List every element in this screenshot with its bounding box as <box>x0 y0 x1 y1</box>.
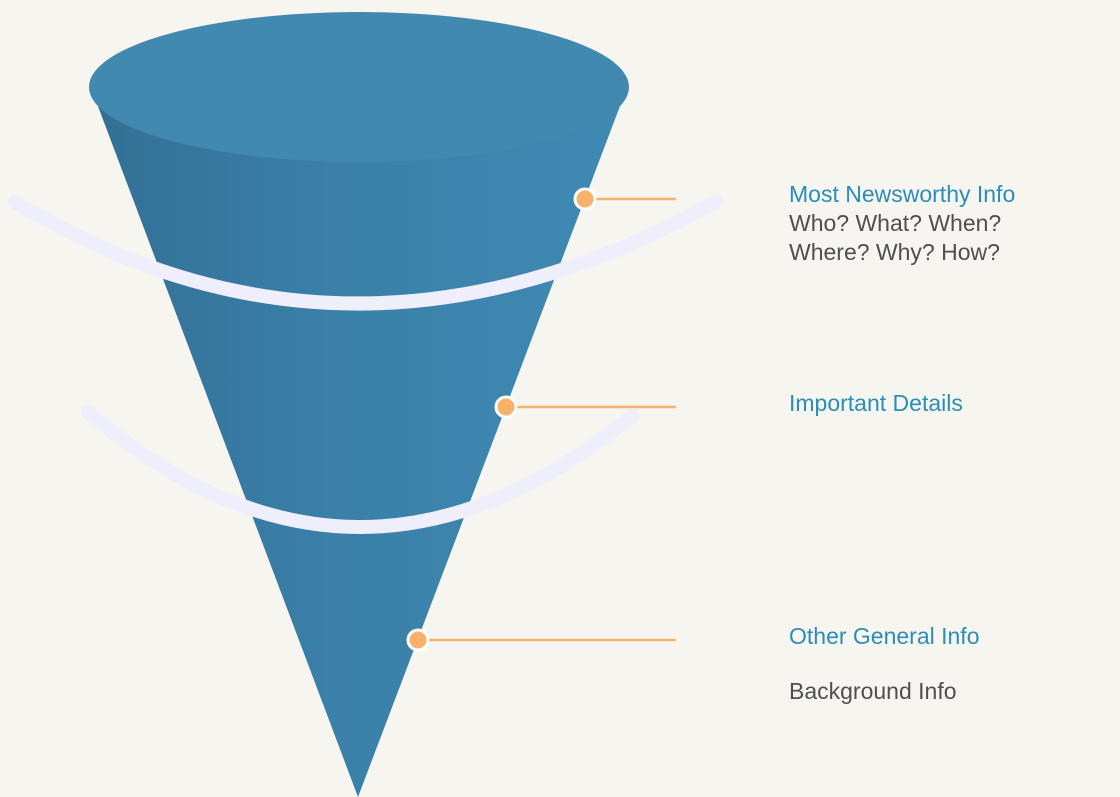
level-1-label: Most Newsworthy Info Who? What? When? Wh… <box>789 180 1015 267</box>
funnel-top <box>89 12 629 162</box>
separator-band-upper <box>8 195 723 311</box>
level-2-heading: Important Details <box>789 390 963 416</box>
level-1-line-2: Where? Why? How? <box>789 239 1000 265</box>
level-3-heading: Other General Info <box>789 623 980 649</box>
connector-dot-3 <box>406 628 430 652</box>
level-3-label: Other General Info <box>789 622 980 651</box>
funnel-body <box>90 85 628 797</box>
level-2-label: Important Details <box>789 389 963 418</box>
level-3-line-1: Background Info <box>789 678 957 704</box>
level-1-heading: Most Newsworthy Info <box>789 181 1016 207</box>
level-1-line-1: Who? What? When? <box>789 210 1002 236</box>
level-3-sublabel: Background Info <box>789 677 957 706</box>
connector-dot-1 <box>573 187 597 211</box>
connector-dot-2 <box>494 395 518 419</box>
separator-band-lower <box>81 405 639 534</box>
